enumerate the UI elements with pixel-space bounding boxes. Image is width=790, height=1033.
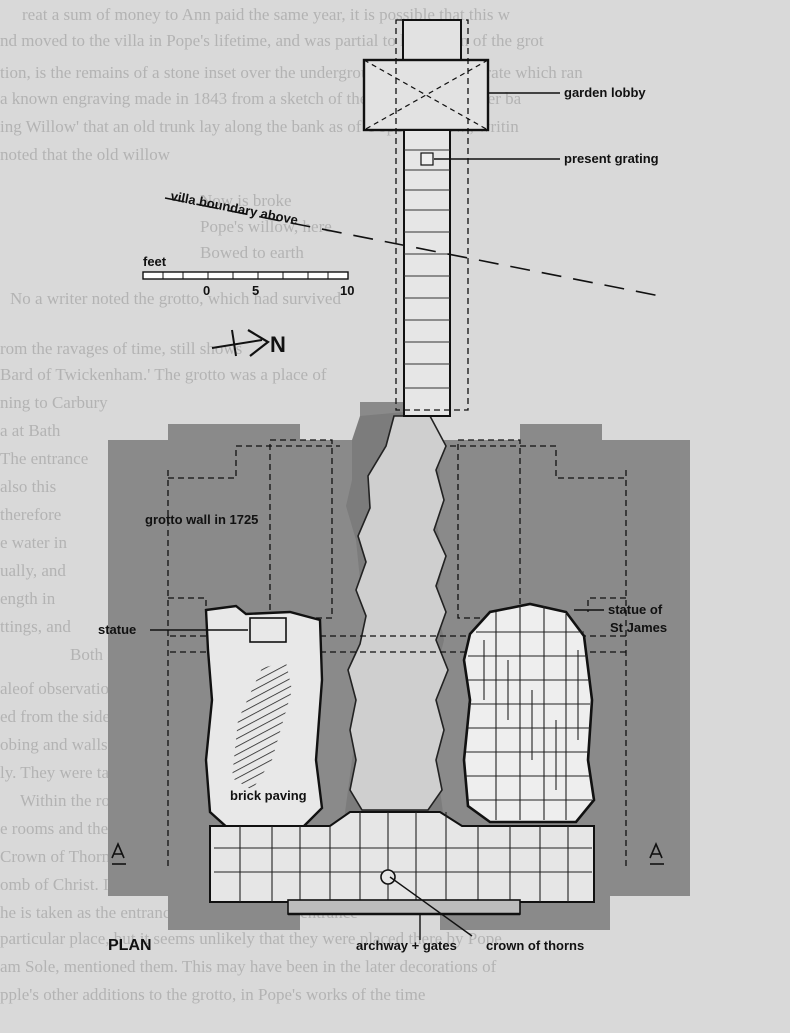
north-label: N [270, 332, 286, 357]
brick-paving-hatch [232, 662, 292, 790]
statue-niche [249, 617, 287, 643]
background-text-line: tion, is the remains of a stone inset ov… [0, 63, 583, 82]
label-brick-paving: brick paving [230, 788, 307, 803]
background-text-line: ually, and [0, 561, 66, 580]
background-text-line: Pope's willow, here [200, 217, 332, 236]
background-text-line: particular place, but it seems unlikely … [0, 929, 502, 948]
scale-tick-10: 10 [340, 283, 354, 298]
background-text-line: pple's other additions to the grotto, in… [0, 985, 425, 1004]
left-chamber [204, 604, 324, 832]
background-text-line: reat a sum of money to Ann paid the same… [22, 5, 511, 24]
section-markers [111, 841, 664, 865]
background-text-line: ning to Carbury [0, 393, 108, 412]
background-text-line: No a writer noted the grotto, which had … [10, 289, 341, 308]
background-text-line: ttings, and [0, 617, 71, 636]
label-statue: statue [98, 622, 136, 637]
background-text-line: e water in [0, 533, 68, 552]
background-text-line: noted that the old willow [0, 145, 171, 164]
background-text-line: ength in [0, 589, 56, 608]
background-text-line: The entrance [0, 449, 88, 468]
label-grotto-wall: grotto wall in 1725 [145, 512, 258, 527]
scale-unit: feet [143, 254, 167, 269]
label-statue-of: statue of [608, 602, 663, 617]
label-garden-lobby: garden lobby [564, 85, 646, 100]
right-chamber [462, 602, 596, 824]
tunnel [362, 19, 490, 417]
background-text-line: a at Bath [0, 421, 61, 440]
scale-bar: feet 0 5 10 [142, 254, 354, 298]
background-text-line: rom the ravages of time, still shows [0, 339, 242, 358]
background-text-line: Now is broke [200, 191, 292, 210]
label-crown-of-thorns: crown of thorns [486, 938, 584, 953]
leader-lines [150, 92, 604, 940]
archway-gates [287, 899, 521, 915]
central-passage-outline [347, 415, 449, 811]
background-text-line: Bard of Twickenham.' The grotto was a pl… [0, 365, 327, 384]
background-text-line: nd moved to the villa in Pope's lifetime… [0, 31, 544, 50]
scale-tick-5: 5 [252, 283, 259, 298]
background-text-line: therefore [0, 505, 61, 524]
north-arrow: N [211, 329, 286, 357]
background-text-line: am Sole, mentioned them. This may have b… [0, 957, 497, 976]
villa-boundary-line [164, 197, 661, 297]
crown-of-thorns-marker [380, 869, 396, 885]
background-text-line: also this [0, 477, 56, 496]
stone-grid [466, 606, 592, 820]
background-text-line: Bowed to earth [200, 243, 304, 262]
lower-passage [209, 811, 595, 916]
label-plan: PLAN [108, 937, 152, 954]
label-archway-gates: archway + gates [356, 938, 457, 953]
label-st-james: St James [610, 620, 667, 635]
scale-tick-0: 0 [203, 283, 210, 298]
label-present-grating: present grating [564, 151, 659, 166]
